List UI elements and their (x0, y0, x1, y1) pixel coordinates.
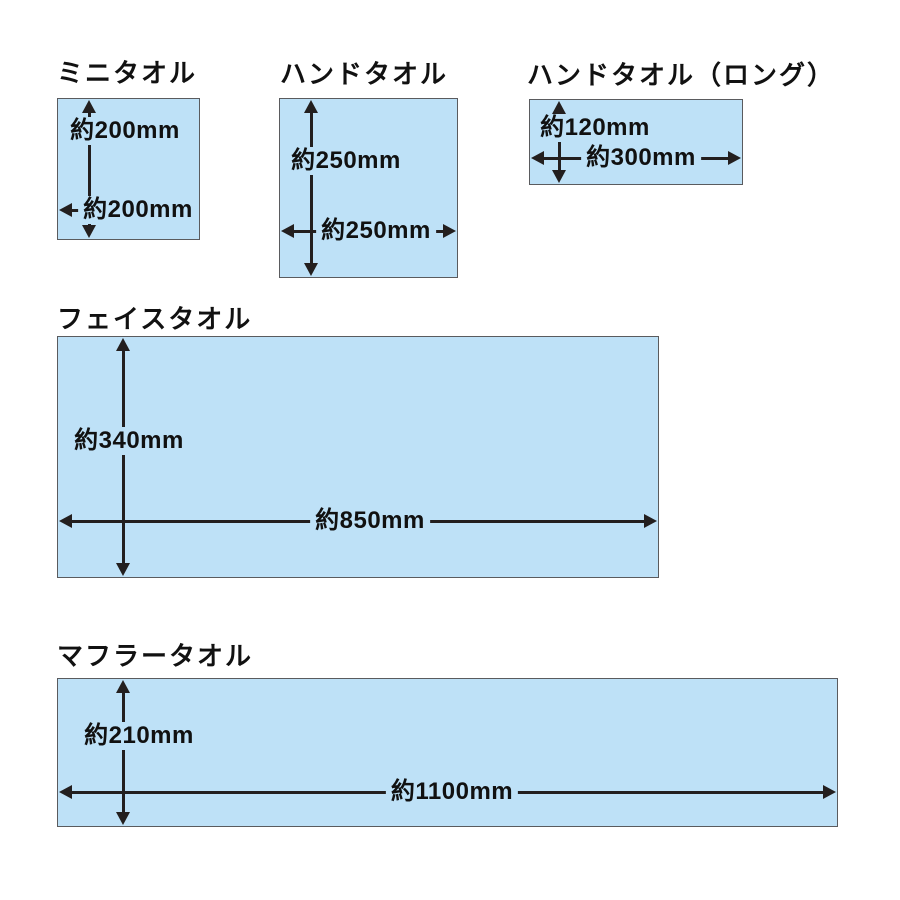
towel-title: マフラータオル (57, 641, 254, 671)
height-dimension-label: 約250mm (286, 147, 406, 175)
towel-title: フェイスタオル (57, 304, 253, 334)
towel-rectangle: 約250mm 約250mm (279, 98, 458, 278)
height-arrow-icon (116, 680, 130, 825)
height-arrow-icon (552, 101, 566, 183)
height-dimension-label: 約200mm (65, 117, 185, 145)
towel-title: ミニタオル (57, 58, 198, 88)
towel-rectangle: 約210mm 約1100mm (57, 678, 838, 827)
height-dimension-label: 約120mm (535, 114, 655, 142)
arrow-line (309, 110, 313, 266)
towel-rectangle: 約200mm 約200mm (57, 98, 200, 240)
towel-rectangle: 約120mm 約300mm (529, 99, 743, 185)
height-arrow-icon (304, 100, 318, 276)
width-dimension-label: 約200mm (78, 196, 198, 224)
towel-rectangle: 約340mm 約850mm (57, 336, 659, 578)
arrow-line (557, 111, 561, 173)
width-dimension-label: 約850mm (310, 507, 430, 535)
towel-title: ハンドタオル（ロング） (527, 60, 836, 90)
height-arrow-icon (116, 338, 130, 576)
height-dimension-label: 約340mm (69, 427, 189, 455)
width-dimension-label: 約300mm (581, 144, 701, 172)
arrow-line (87, 110, 91, 228)
arrow-line (121, 690, 125, 815)
towel-title: ハンドタオル (280, 59, 449, 89)
width-dimension-label: 約250mm (316, 217, 436, 245)
height-dimension-label: 約210mm (79, 722, 199, 750)
height-arrow-icon (82, 100, 96, 238)
width-dimension-label: 約1100mm (385, 778, 519, 806)
arrow-line (121, 348, 125, 566)
